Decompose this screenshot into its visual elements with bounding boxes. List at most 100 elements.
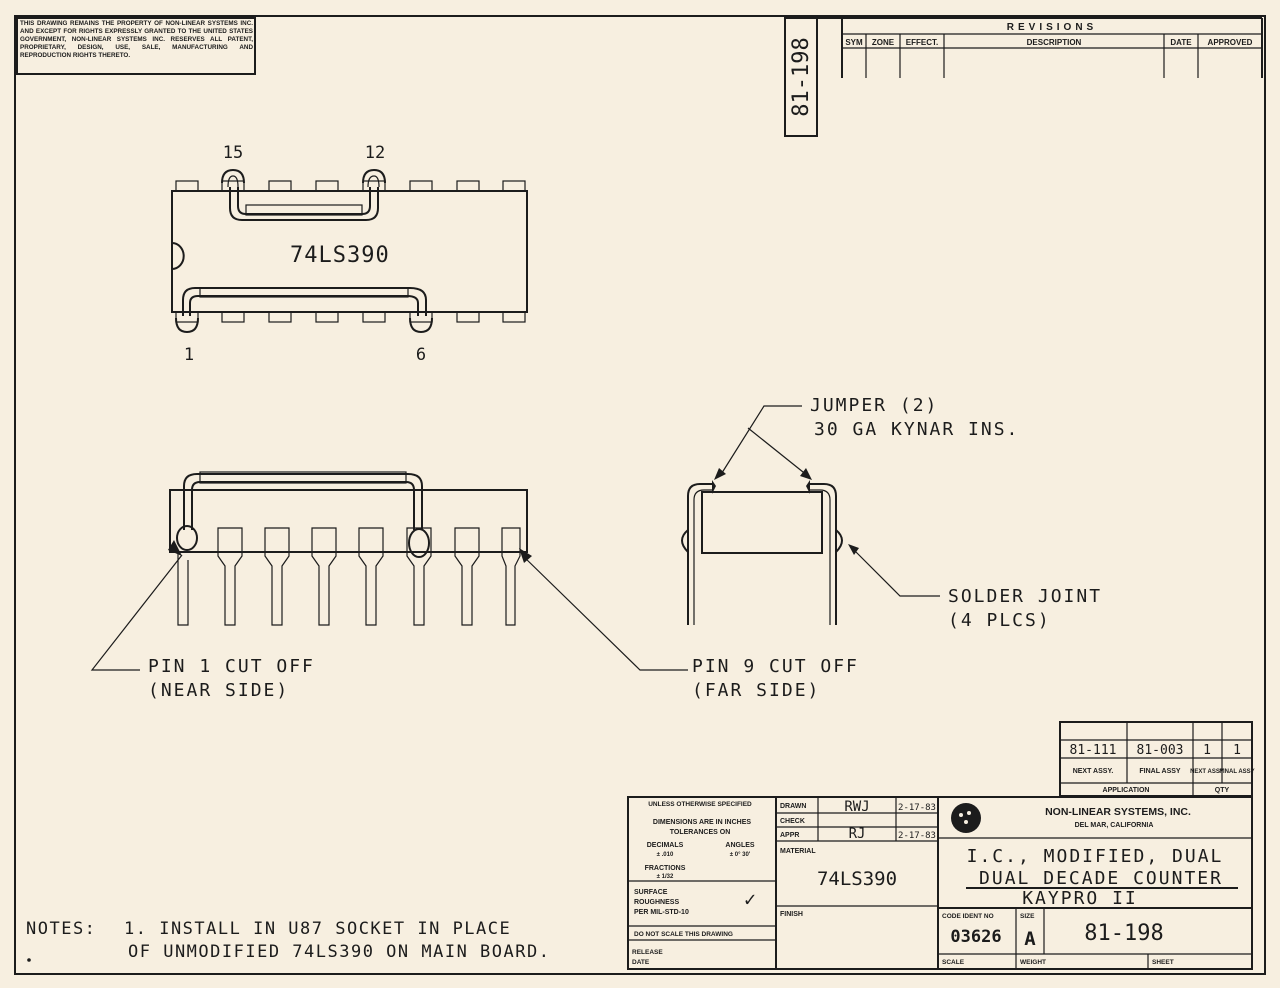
tb-angles: ANGLES <box>725 842 755 849</box>
pin-label-15: 15 <box>223 143 243 163</box>
notes-prefix: NOTES: <box>26 919 96 939</box>
tb-appr-date: 2-17-83 <box>898 831 936 841</box>
tb-fractions: FRACTIONS <box>645 865 686 872</box>
tb-sheet: SHEET <box>1152 959 1174 966</box>
tb-company: NON-LINEAR SYSTEMS, INC. <box>1045 806 1191 818</box>
tb-weight: WEIGHT <box>1020 959 1046 966</box>
legal-notice-box: THIS DRAWING REMAINS THE PROPERTY OF NON… <box>16 17 256 75</box>
pin1-leader-arrow <box>168 540 182 556</box>
tb-title1: I.C., MODIFIED, DUAL <box>967 846 1224 867</box>
solder-leader <box>851 547 940 597</box>
tb-surface3: PER MIL-STD-10 <box>634 909 689 916</box>
drawing-number-tab: 81-198 <box>784 17 818 137</box>
jumper-leader-1 <box>719 405 802 477</box>
next-assy-value: 81-111 <box>1070 743 1117 758</box>
tb-surface1: SURFACE <box>634 889 668 896</box>
tb-code-value: 03626 <box>950 927 1001 947</box>
sheet-border <box>14 15 1266 975</box>
pin1-callout-line2: (NEAR SIDE) <box>148 680 289 701</box>
tb-do-not-scale: DO NOT SCALE THIS DRAWING <box>634 931 733 938</box>
title-block: UNLESS OTHERWISE SPECIFIED DIMENSIONS AR… <box>627 796 1253 970</box>
stray-dot <box>27 958 31 962</box>
notes-line2: OF UNMODIFIED 74LS390 ON MAIN BOARD. <box>128 942 550 962</box>
h-final-qty: FINAL ASSY <box>1219 769 1254 775</box>
tb-unless: UNLESS OTHERWISE SPECIFIED <box>648 801 752 808</box>
end-view-chip <box>681 405 940 625</box>
tb-appr: APPR <box>780 832 799 839</box>
pin-label-1: 1 <box>184 345 194 365</box>
tb-release: RELEASE <box>632 949 663 956</box>
tb-date: DATE <box>632 959 650 966</box>
side-view-chip <box>90 471 688 671</box>
rev-col-sym: SYM <box>845 38 863 47</box>
notes-line1: 1. INSTALL IN U87 SOCKET IN PLACE <box>124 919 511 939</box>
tb-size-value: A <box>1024 928 1036 950</box>
tb-check: CHECK <box>780 818 805 825</box>
tb-scale: SCALE <box>942 959 965 966</box>
tb-check-mark: ✓ <box>744 887 756 911</box>
jumper-1-6 <box>175 287 433 334</box>
bottom-pin-row <box>175 311 526 323</box>
h-next-assy: NEXT ASSY. <box>1073 768 1114 775</box>
rev-col-date: DATE <box>1170 38 1192 47</box>
final-qty-value: 1 <box>1233 743 1241 758</box>
h-next-qty: NEXT ASSY <box>1190 769 1224 775</box>
tb-drawn-by: RWJ <box>844 799 869 815</box>
top-view-chip: 74LS390 15 12 1 6 <box>171 143 528 365</box>
tb-dims1: DIMENSIONS ARE IN INCHES <box>653 819 751 826</box>
tb-dwg-number: 81-198 <box>1084 921 1163 946</box>
callouts: JUMPER (2) 30 GA KYNAR INS. SOLDER JOINT… <box>148 395 1100 701</box>
pin-label-12: 12 <box>365 143 385 163</box>
pin9-leader <box>521 554 688 671</box>
rev-col-zone: ZONE <box>872 38 895 47</box>
application-block: 81-111 81-003 1 1 NEXT ASSY. FINAL ASSY … <box>1059 721 1255 797</box>
pin1-solder-joint <box>176 525 198 551</box>
tb-fractions-val: ± 1/32 <box>657 874 674 880</box>
final-assy-value: 81-003 <box>1137 743 1184 758</box>
chip-part-label: 74LS390 <box>290 243 390 268</box>
h-qty: QTY <box>1215 787 1230 794</box>
tb-decimals: DECIMALS <box>647 842 684 849</box>
tb-drawn: DRAWN <box>780 803 806 810</box>
pin1-notch <box>171 242 185 270</box>
jumper-leader-2 <box>747 427 809 477</box>
tb-surface2: ROUGHNESS <box>634 899 679 906</box>
tb-finish: FINISH <box>780 911 803 918</box>
tab-number: 81-198 <box>789 37 814 116</box>
revisions-block: REVISIONS SYM ZONE EFFECT. DESCRIPTION D… <box>817 17 1263 78</box>
pin9-callout-line2: (FAR SIDE) <box>692 680 820 701</box>
tb-angles-val: ± 0° 30' <box>730 852 751 858</box>
chip-body-end <box>701 491 823 554</box>
tb-title2: DUAL DECADE COUNTER <box>979 868 1223 889</box>
pin9-leader-arrow <box>519 548 532 563</box>
jumper-callout-line1: JUMPER (2) <box>810 395 938 416</box>
chip-body-side <box>169 489 528 553</box>
tb-decimals-val: ± .010 <box>657 852 674 858</box>
pin-label-6: 6 <box>416 345 426 365</box>
jumper-callout-line2: 30 GA KYNAR INS. <box>814 419 1019 440</box>
pin6-solder-joint <box>408 528 430 558</box>
next-qty-value: 1 <box>1203 743 1211 758</box>
rev-col-approved: APPROVED <box>1208 38 1253 47</box>
tb-location: DEL MAR, CALIFORNIA <box>1075 822 1154 829</box>
tb-code-ident: CODE IDENT NO <box>942 913 994 920</box>
solder-callout-line2: (4 PLCS) <box>948 610 1051 631</box>
notes: NOTES: 1. INSTALL IN U87 SOCKET IN PLACE… <box>26 919 550 962</box>
h-final-assy: FINAL ASSY <box>1139 768 1181 775</box>
tb-title3: KAYPRO II <box>1022 888 1138 909</box>
revisions-title: REVISIONS <box>1007 22 1097 33</box>
tb-appr-by: RJ <box>849 826 866 842</box>
pin1-leader <box>90 554 183 671</box>
chip-body-top <box>171 190 528 313</box>
tb-drawn-date: 2-17-83 <box>898 803 936 813</box>
legal-notice-text: THIS DRAWING REMAINS THE PROPERTY OF NON… <box>20 20 253 59</box>
pin9-callout-line1: PIN 9 CUT OFF <box>692 656 859 677</box>
tb-dims2: TOLERANCES ON <box>670 829 731 836</box>
company-logo-icon <box>951 803 981 833</box>
rev-col-effect: EFFECT. <box>906 38 938 47</box>
tb-size: SIZE <box>1020 913 1035 920</box>
pin1-callout-line1: PIN 1 CUT OFF <box>148 656 315 677</box>
h-application: APPLICATION <box>1103 787 1150 794</box>
jumper-15-12 <box>221 168 386 221</box>
